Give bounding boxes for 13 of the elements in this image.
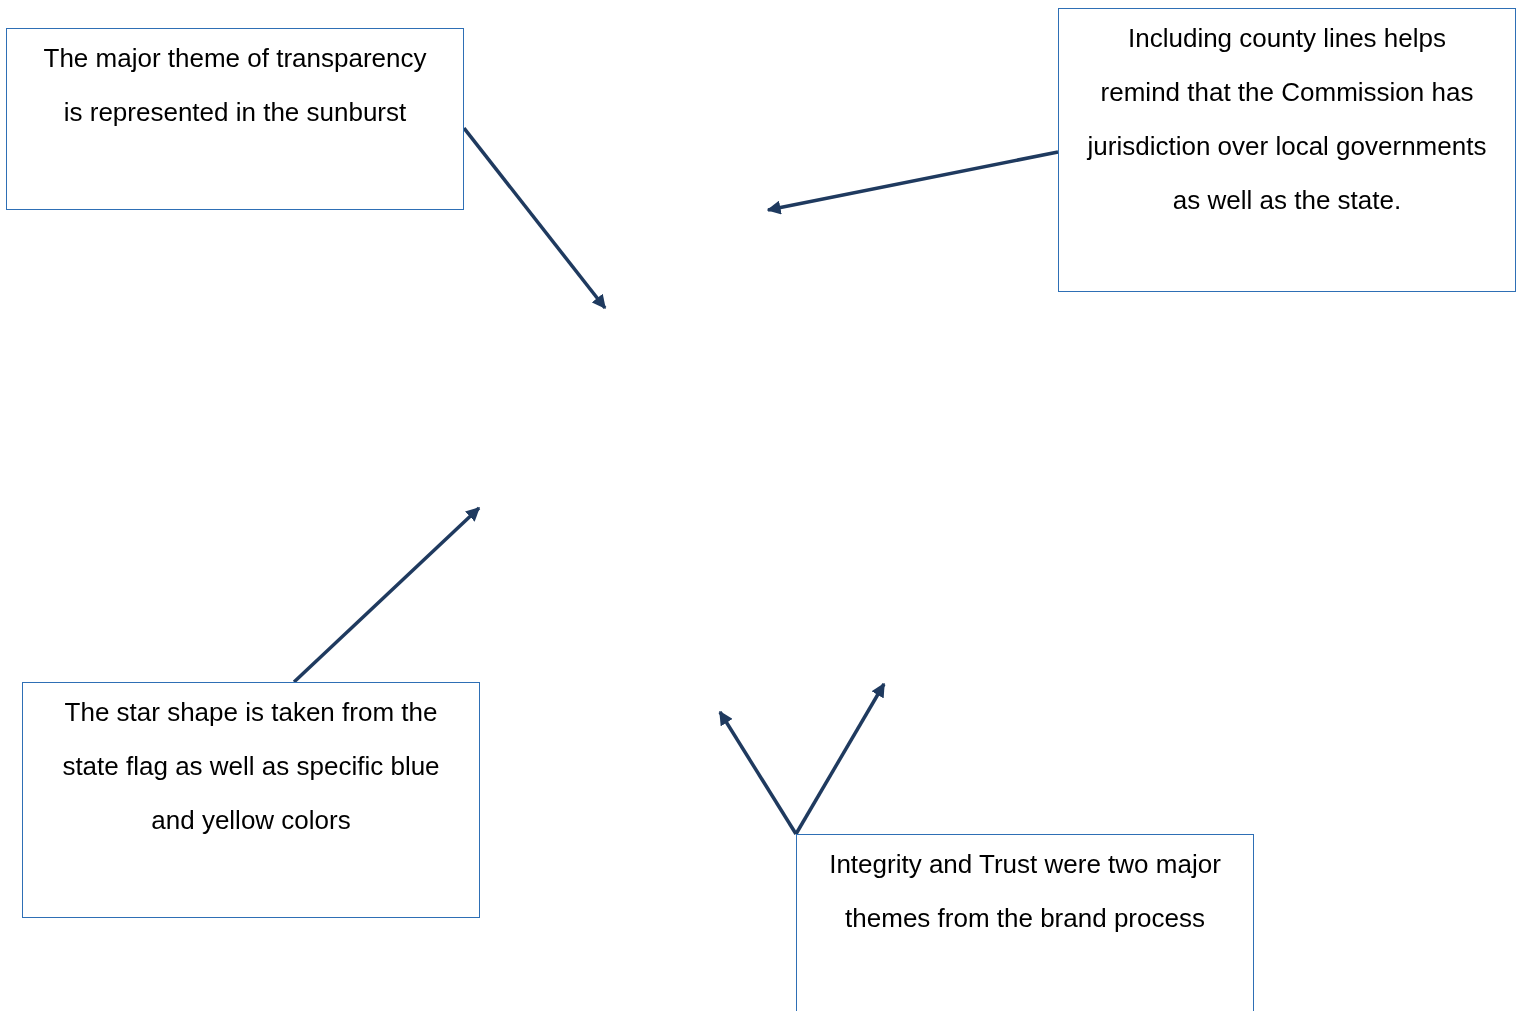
callout-box xyxy=(6,28,464,210)
arrow xyxy=(462,127,607,310)
callout-text: Integrity and Trust were two major themes from the brand process xyxy=(828,848,1222,935)
callout-box xyxy=(1058,8,1516,292)
arrow xyxy=(766,150,1059,215)
arrow xyxy=(718,710,798,835)
callout-text: The star shape is taken from the state flag as well as specific blue and yellow colors xyxy=(61,696,441,837)
callout-text: The major theme of transparency is represented in the sunburst xyxy=(42,42,428,129)
arrow xyxy=(292,506,481,684)
callout-box xyxy=(796,834,1254,1011)
callout-box xyxy=(22,682,480,918)
arrow xyxy=(794,682,886,835)
callout-text: Including county lines helps remind that the Commission has jurisdiction over local governments as well as the state. xyxy=(1086,22,1488,217)
